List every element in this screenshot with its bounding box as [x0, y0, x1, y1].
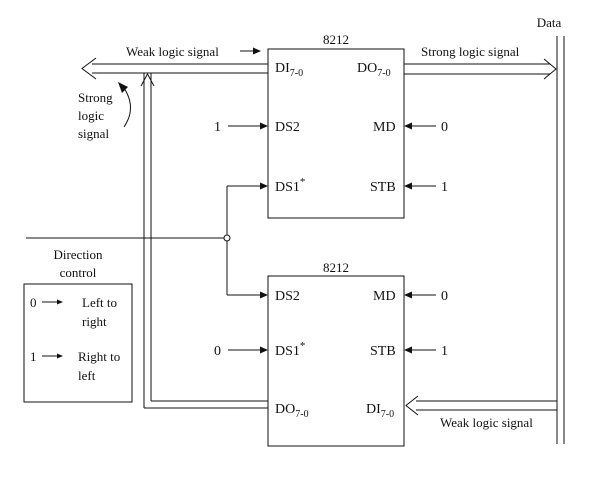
- chip-top-inputs: 1 0 1: [214, 120, 448, 195]
- chip-bottom-inputs: 0 0 1: [214, 289, 448, 359]
- chip-bottom-ds1-pin: DS1*: [275, 340, 305, 359]
- svg-text:Strong: Strong: [78, 90, 113, 105]
- chip-top-ds2-input: 1: [214, 120, 221, 135]
- chip-top-stb-input: 1: [441, 180, 448, 195]
- bottom-input-bus: [405, 395, 557, 416]
- chip-bottom-di-pin: DI7-0: [366, 402, 394, 420]
- data-bus: [556, 36, 565, 444]
- weak-signal-arrow: [240, 47, 261, 55]
- svg-text:control: control: [60, 265, 97, 280]
- legend-entry-1-value: 1: [30, 349, 37, 364]
- chip-top-stb-pin: STB: [370, 180, 396, 195]
- chip-8212-bottom: 8212 DS2 MD DS1* STB DO7-0 DI7-0: [267, 260, 405, 447]
- chip-top-do-pin: DO7-0: [357, 61, 391, 79]
- chip-top-di-pin: DI7-0: [275, 61, 303, 79]
- chip-bottom-md-input: 0: [441, 289, 448, 304]
- legend-entry-0-value: 0: [30, 295, 37, 310]
- strong-logic-signal-left-label: Strong logic signal: [78, 90, 113, 141]
- svg-text:signal: signal: [78, 126, 109, 141]
- chip-bottom-stb-input: 1: [441, 344, 448, 359]
- svg-text:logic: logic: [78, 108, 104, 123]
- strong-logic-signal-top-label: Strong logic signal: [421, 44, 520, 59]
- svg-text:Direction: Direction: [53, 247, 103, 262]
- weak-logic-signal-bottom-label: Weak logic signal: [440, 415, 533, 430]
- chip-bottom-do-pin: DO7-0: [275, 402, 309, 420]
- top-output-bus: [404, 58, 557, 80]
- chip-bottom-md-pin: MD: [373, 289, 396, 304]
- direction-control-title: Direction control: [53, 247, 103, 280]
- chip-bottom-stb-pin: STB: [370, 344, 396, 359]
- chip-top-ds1-pin: DS1*: [275, 176, 305, 195]
- data-bus-label: Data: [537, 15, 562, 30]
- chip-top-md-pin: MD: [373, 120, 396, 135]
- chip-8212-top: 8212 DI7-0 DO7-0 DS2 MD DS1* STB: [267, 32, 405, 219]
- legend-entry-1-text: Right to left: [78, 349, 124, 383]
- direction-control-legend: 0 Left to right 1 Right to left: [23, 283, 133, 403]
- legend-entry-0-text: Left to right: [82, 295, 120, 329]
- chip-top-name: 8212: [323, 32, 349, 47]
- chip-bottom-ds2-pin: DS2: [275, 289, 300, 304]
- strong-signal-curved-arrow: [118, 82, 131, 128]
- chip-bottom-ds1-input: 0: [214, 344, 221, 359]
- left-bus: [81, 57, 268, 409]
- chip-top-ds2-pin: DS2: [275, 120, 300, 135]
- weak-logic-signal-top-label: Weak logic signal: [126, 44, 219, 59]
- direction-control-line: [26, 182, 268, 299]
- chip-top-md-input: 0: [441, 120, 448, 135]
- chip-bottom-name: 8212: [323, 260, 349, 275]
